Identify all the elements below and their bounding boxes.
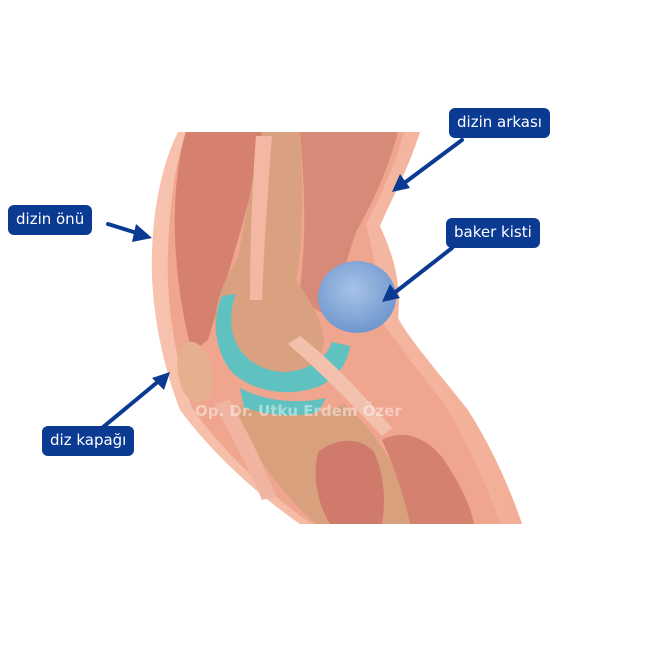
cartilage-lower <box>240 388 326 417</box>
label-front-of-knee: dizin önü <box>8 205 93 235</box>
femur-bone <box>215 132 324 380</box>
label-kneecap: diz kapağı <box>42 426 135 456</box>
arrow-kneecap <box>100 372 170 430</box>
arrow-baker-cyst <box>382 246 454 302</box>
label-baker-cyst: baker kisti <box>446 218 540 248</box>
hamstring-muscle <box>298 132 398 318</box>
ligament <box>288 336 392 436</box>
calf-muscle-1 <box>315 440 384 524</box>
calf-muscle-2 <box>382 434 474 524</box>
tendon-front <box>214 400 276 500</box>
tendon-back <box>250 136 272 300</box>
quadriceps-muscle <box>174 132 262 352</box>
arrow-back-of-knee <box>392 138 464 192</box>
baker-cyst <box>318 261 396 333</box>
arrow-front-of-knee <box>106 222 152 242</box>
watermark: Op. Dr. Utku Erdem Özer <box>195 402 402 420</box>
label-back-of-knee: dizin arkası <box>449 108 550 138</box>
patella <box>177 341 214 403</box>
